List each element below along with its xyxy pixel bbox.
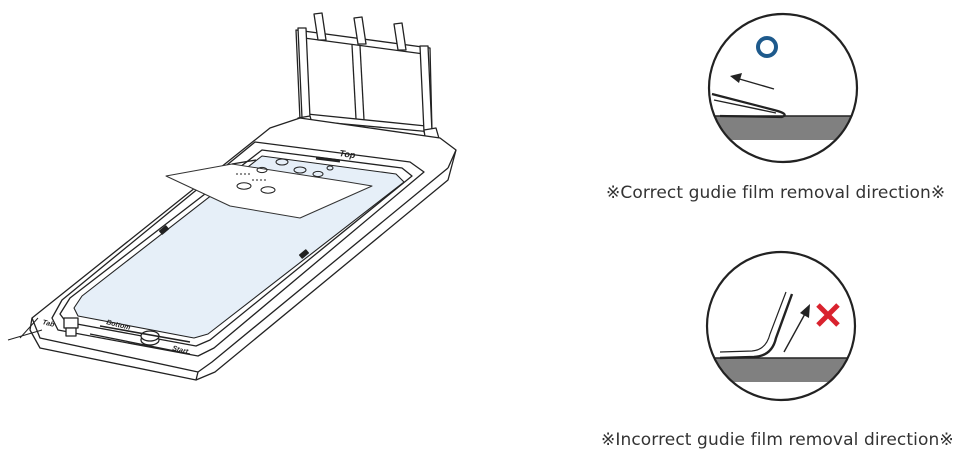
incorrect-caption: ※Incorrect gudie film removal direction※ bbox=[601, 430, 954, 450]
correct-mark-icon bbox=[756, 36, 778, 58]
detail-circle bbox=[707, 12, 859, 164]
tray-inner-frame bbox=[51, 141, 425, 357]
peeled-film bbox=[719, 293, 794, 360]
surface-layer bbox=[707, 358, 855, 382]
jig-tab-label: Tab bbox=[42, 319, 56, 329]
detail-circle bbox=[705, 250, 857, 402]
incorrect-removal-panel bbox=[705, 250, 857, 402]
bottom-fixtures bbox=[63, 317, 191, 355]
camera-cutouts bbox=[236, 158, 334, 194]
correct-caption: ※Correct gudie film removal direction※ bbox=[606, 183, 946, 203]
peeled-film bbox=[711, 92, 786, 119]
alignment-jig bbox=[7, 12, 457, 381]
correct-removal-panel bbox=[707, 12, 859, 164]
surface-layer bbox=[709, 116, 857, 140]
jig-top-label: Top bbox=[339, 148, 357, 160]
jig-start-label: Start bbox=[172, 345, 190, 356]
peel-direction-arrow bbox=[783, 311, 807, 353]
peel-direction-arrow bbox=[735, 77, 775, 90]
incorrect-mark-icon bbox=[816, 303, 840, 327]
